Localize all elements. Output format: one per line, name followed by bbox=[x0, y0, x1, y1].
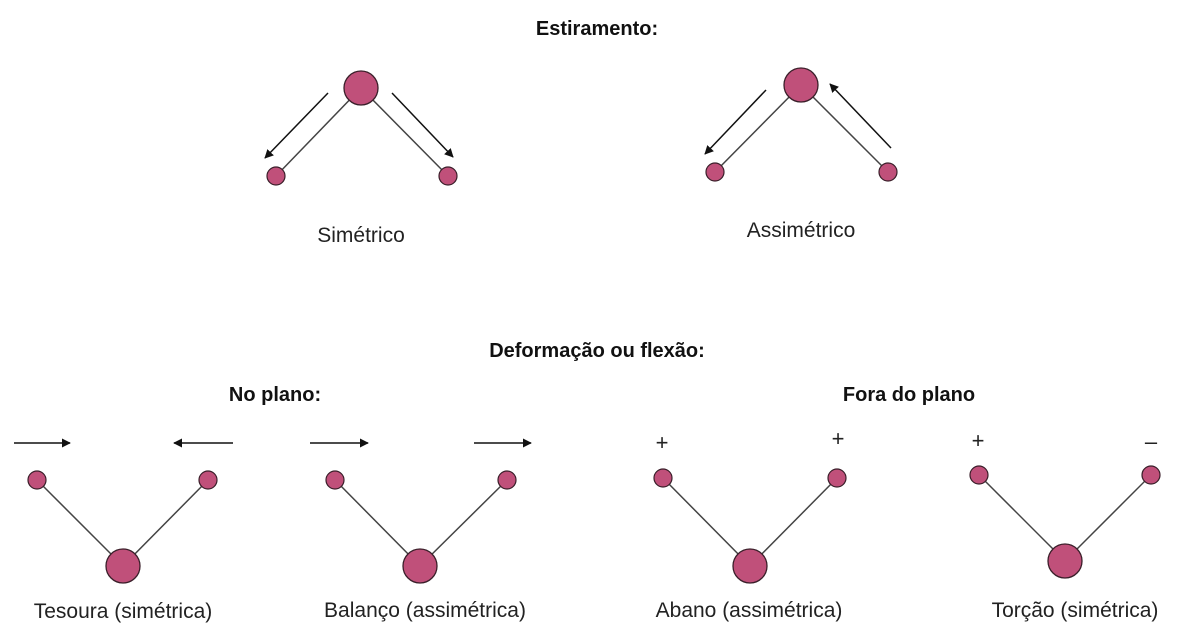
scissoring-molecule bbox=[14, 438, 233, 584]
central-atom bbox=[783, 67, 819, 103]
plus-sign: + bbox=[971, 428, 985, 453]
wagging-molecule bbox=[653, 468, 847, 584]
stretch-arrow bbox=[704, 89, 767, 155]
rocking-molecule bbox=[310, 438, 532, 584]
bond bbox=[1064, 474, 1152, 562]
terminal-atom bbox=[497, 470, 517, 490]
out-of-plane-heading: Fora do plano bbox=[842, 384, 976, 406]
plus-sign: + bbox=[831, 426, 845, 451]
bond bbox=[360, 87, 449, 177]
twisting-label: Torção (simétrica) bbox=[991, 599, 1159, 622]
terminal-atom bbox=[827, 468, 847, 488]
stretch-arrow bbox=[391, 92, 454, 158]
bond bbox=[36, 479, 124, 567]
plus-sign: + bbox=[655, 430, 669, 455]
central-atom bbox=[1047, 543, 1083, 579]
bond bbox=[122, 479, 209, 567]
rocking-label: Balanço (assimétrica) bbox=[324, 599, 526, 622]
central-atom bbox=[105, 548, 141, 584]
terminal-atom bbox=[705, 162, 725, 182]
central-atom bbox=[732, 548, 768, 584]
in-plane-heading: No plano: bbox=[228, 384, 322, 406]
scissoring-label: Tesoura (simétrica) bbox=[33, 600, 213, 623]
bond bbox=[714, 84, 802, 173]
bond bbox=[334, 479, 421, 567]
terminal-atom bbox=[27, 470, 47, 490]
deformation-heading: Deformação ou flexão: bbox=[489, 340, 705, 362]
terminal-atom bbox=[969, 465, 989, 485]
bond bbox=[419, 479, 508, 567]
minus-sign: – bbox=[1144, 429, 1158, 454]
bond bbox=[749, 477, 838, 567]
bond bbox=[662, 477, 751, 567]
central-atom bbox=[343, 70, 379, 106]
asymmetric-stretch-molecule bbox=[704, 67, 898, 182]
bond bbox=[275, 87, 362, 177]
asymmetric-stretch-label: Assimétrico bbox=[746, 219, 856, 242]
terminal-atom bbox=[198, 470, 218, 490]
twisting-molecule bbox=[969, 465, 1161, 579]
terminal-atom bbox=[1141, 465, 1161, 485]
terminal-atom bbox=[653, 468, 673, 488]
central-atom bbox=[402, 548, 438, 584]
terminal-atom bbox=[266, 166, 286, 186]
stretching-heading: Estiramento: bbox=[535, 18, 659, 40]
bond bbox=[800, 84, 889, 173]
terminal-atom bbox=[878, 162, 898, 182]
terminal-atom bbox=[325, 470, 345, 490]
symmetric-stretch-label: Simétrico bbox=[317, 224, 405, 247]
stretch-arrow bbox=[264, 92, 329, 159]
bond bbox=[978, 474, 1066, 562]
terminal-atom bbox=[438, 166, 458, 186]
symmetric-stretch-molecule bbox=[264, 70, 458, 186]
wagging-label: Abano (assimétrica) bbox=[655, 599, 843, 622]
stretch-arrow bbox=[829, 83, 892, 149]
